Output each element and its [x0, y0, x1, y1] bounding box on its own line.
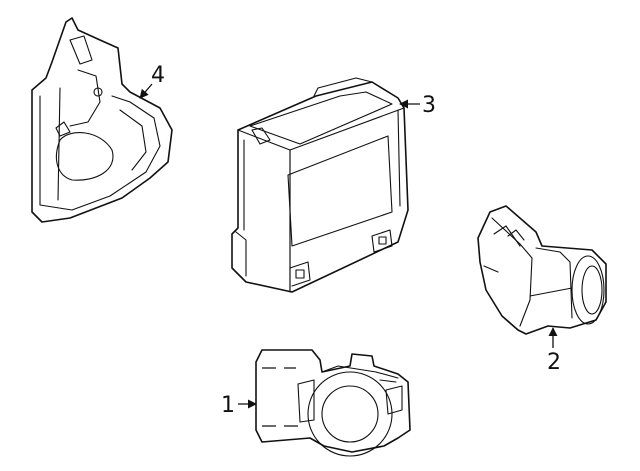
callout-2: 2 [547, 350, 561, 375]
part-2-sensor-angled [477, 205, 607, 335]
callout-4: 4 [151, 63, 165, 88]
callout-group-4: 4 [139, 63, 165, 99]
leader-4 [139, 83, 153, 99]
callout-group-2: 2 [547, 327, 561, 375]
part-1-sensor-front [255, 349, 411, 457]
callout-group-3: 3 [399, 93, 436, 118]
part-4-bracket [31, 17, 173, 223]
callout-1: 1 [221, 393, 235, 418]
part-3-control-module [231, 77, 409, 293]
callout-3: 3 [422, 93, 436, 118]
callout-group-1: 1 [221, 393, 257, 418]
